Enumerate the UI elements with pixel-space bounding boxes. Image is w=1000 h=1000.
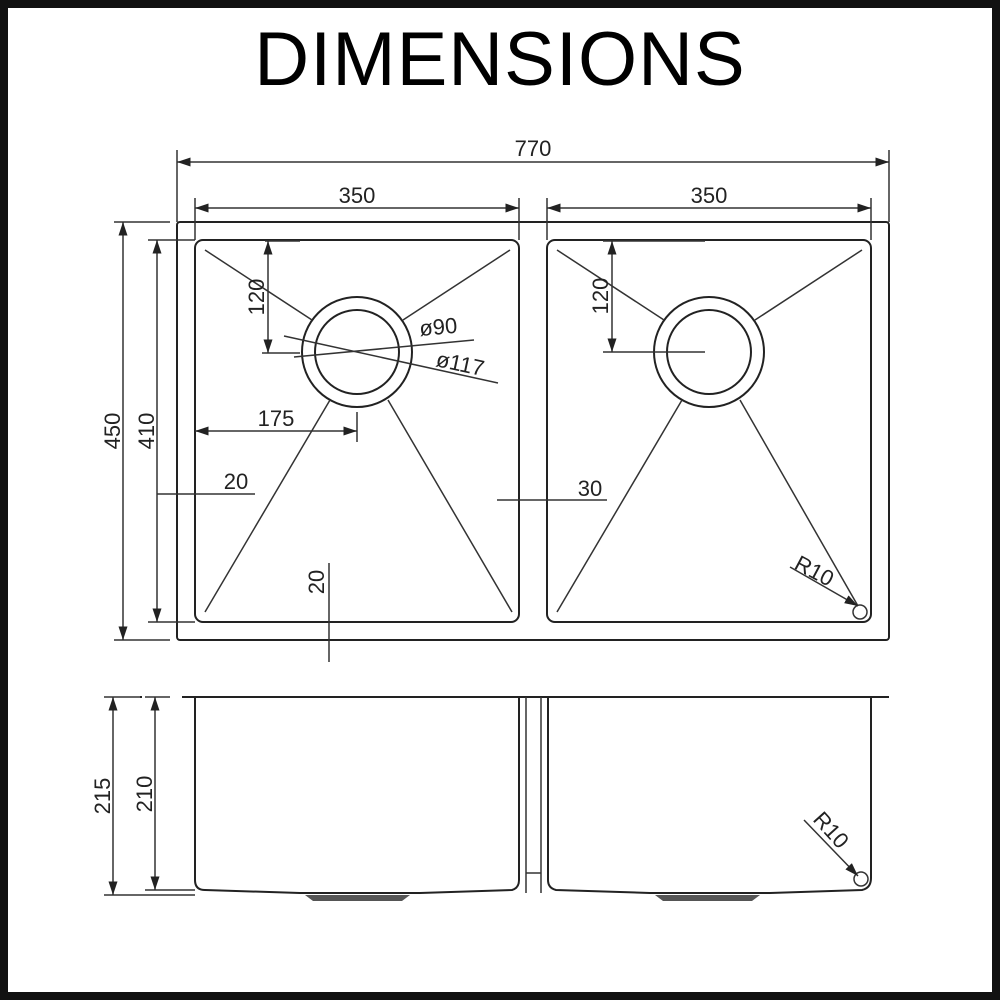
right-bowl (546, 239, 872, 623)
dim-center-divider: 30 (578, 476, 602, 501)
top-view: 770 350 350 450 410 120 (100, 136, 890, 662)
dim-corner-radius: R10 (791, 550, 838, 591)
dim-bowl-depth: 410 (134, 413, 159, 450)
dim-side-corner-radius: R10 (808, 807, 854, 854)
dim-front-rim: 20 (304, 570, 329, 594)
dim-right-bowl-width: 350 (691, 183, 728, 208)
dim-drain-from-side: 175 (258, 406, 295, 431)
dim-overall-depth: 450 (100, 413, 125, 450)
dim-left-drain-offset: 120 (244, 279, 269, 316)
dim-overall-width: 770 (515, 136, 552, 161)
dim-right-drain-offset: 120 (588, 278, 613, 315)
dim-drain-outer-diameter: ø117 (434, 346, 487, 381)
dim-overall-height: 215 (90, 778, 115, 815)
dim-drain-inner-diameter: ø90 (418, 313, 458, 341)
dim-bowl-height: 210 (132, 776, 157, 813)
dim-side-rim: 20 (224, 469, 248, 494)
right-bowl-profile (547, 697, 872, 894)
diagram-title: DIMENSIONS (254, 17, 746, 102)
left-bowl-profile (194, 697, 520, 894)
outer-rim (176, 221, 890, 641)
dim-left-bowl-width: 350 (339, 183, 376, 208)
side-view: 215 210 R10 (90, 696, 889, 901)
